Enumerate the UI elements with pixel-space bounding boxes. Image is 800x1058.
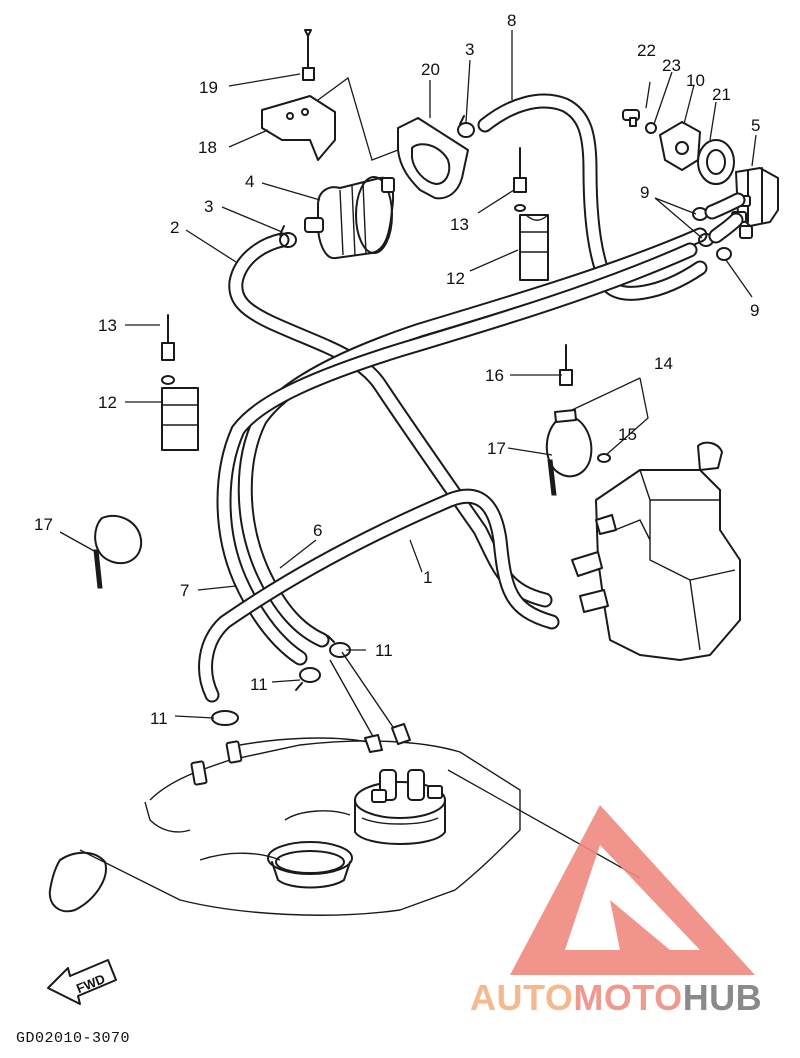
- callout-19: 19: [199, 78, 218, 97]
- automotohub-wordmark: AUTOMOTOHUB: [470, 977, 762, 1019]
- clip-9-lower: [716, 247, 732, 261]
- callout-23: 23: [662, 56, 681, 75]
- band-clamp-14: [545, 409, 611, 496]
- clamp-11-a: [211, 710, 239, 726]
- callout-11-middle: 11: [250, 675, 268, 694]
- callout-4: 4: [245, 172, 254, 191]
- callout-9-lower: 9: [750, 301, 759, 320]
- carburetor: [571, 441, 741, 661]
- callout-7: 7: [180, 581, 189, 600]
- callout-14: 14: [654, 354, 673, 373]
- tank-line-left: [329, 659, 376, 741]
- callout-11-left: 11: [150, 709, 168, 728]
- callout-3-lower: 3: [204, 197, 213, 216]
- wordmark-moto: MOTO: [573, 977, 683, 1018]
- callout-22: 22: [637, 41, 656, 60]
- clamp-3-lower: [279, 225, 297, 248]
- hose-1: [198, 488, 560, 703]
- holder-12-lower: [161, 387, 199, 451]
- leader-lines: [59, 30, 757, 879]
- callout-6: 6: [313, 521, 322, 540]
- diagram-code: GD02010-3070: [16, 1030, 131, 1047]
- callout-8: 8: [507, 11, 516, 30]
- filter-bracket: [397, 117, 469, 200]
- bracket-18: [261, 95, 336, 161]
- callout-12-lower: 12: [98, 393, 117, 412]
- callout-17-right: 17: [487, 439, 506, 458]
- clamp-11-b: [295, 667, 321, 691]
- tank-vent-fittings: [190, 737, 369, 786]
- fuel-tank-pump-unit: [354, 769, 446, 845]
- callout-17-left: 17: [34, 515, 53, 534]
- hose-7: [216, 242, 698, 666]
- callout-13-lower: 13: [98, 316, 117, 335]
- tank-line-joint-left: [364, 734, 383, 753]
- callout-16: 16: [485, 366, 504, 385]
- bolt-16: [559, 344, 573, 386]
- callout-18: 18: [198, 138, 217, 157]
- callout-numbers: 1 2 3 3 4 5 6 7 8 9 9 10 11 11 11 12 12 …: [34, 11, 760, 728]
- fuel-tank: [48, 740, 521, 916]
- callout-9-upper: 9: [640, 183, 649, 202]
- clamp-3-upper: [457, 115, 475, 138]
- callout-2: 2: [170, 218, 179, 237]
- bolt-13-lower: [161, 314, 175, 385]
- callout-20: 20: [421, 60, 440, 79]
- cap-21: [697, 139, 735, 185]
- band-clamp-17-left: [93, 515, 143, 589]
- knob-10: [659, 121, 701, 171]
- screw-22: [622, 109, 640, 127]
- tank-line-joint-right: [391, 723, 411, 745]
- bolt-13-upper: [513, 147, 527, 212]
- hose-8: [477, 93, 708, 301]
- callout-15: 15: [618, 425, 637, 444]
- callout-5: 5: [751, 116, 760, 135]
- callout-12-upper: 12: [446, 269, 465, 288]
- callout-21: 21: [712, 85, 731, 104]
- hose-2: [228, 232, 553, 608]
- fuel-filter: [304, 176, 395, 260]
- callout-11-right: 11: [375, 641, 393, 660]
- automotohub-logo-icon: [510, 805, 755, 975]
- clamp-11-c: [327, 635, 351, 658]
- holder-12-upper: [519, 214, 549, 281]
- wordmark-hub: HUB: [682, 977, 763, 1018]
- washer-23: [645, 122, 657, 134]
- wordmark-auto: AUTO: [470, 977, 574, 1018]
- callout-10: 10: [686, 71, 705, 90]
- callout-1: 1: [423, 568, 432, 587]
- tank-line-right: [341, 651, 396, 731]
- bolt-19: [302, 29, 315, 81]
- callout-3-upper: 3: [465, 40, 474, 59]
- callout-13-upper: 13: [450, 215, 469, 234]
- fwd-arrow: FWD: [47, 959, 117, 1005]
